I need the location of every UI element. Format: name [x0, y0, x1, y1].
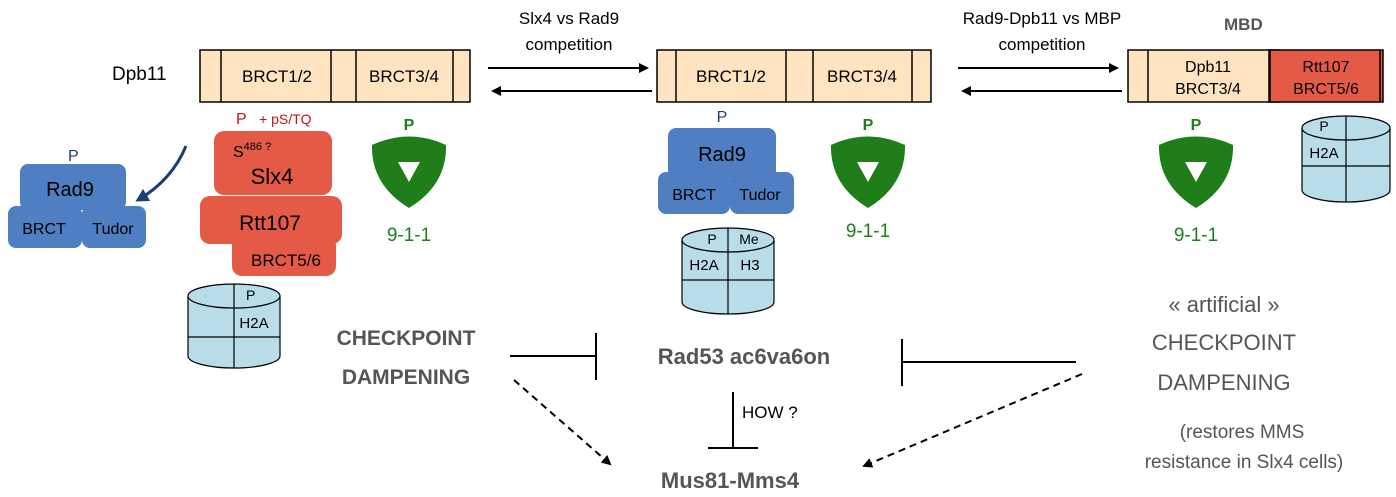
competition-arrows-1	[488, 63, 652, 96]
dpb11-bar-left: BRCT1/2 BRCT3/4	[199, 49, 471, 103]
how-label: HOW ?	[742, 403, 798, 422]
competition-2-line1: Rad9-Dpb11 vs MBP	[963, 9, 1121, 28]
s486-label: S486 ?	[233, 141, 271, 161]
rad9-mid-p: P	[717, 109, 728, 126]
rad9-left-brct: BRCT	[22, 221, 66, 238]
rad9-left-label: Rad9	[46, 179, 94, 201]
nucleosome-right: P H2A	[1301, 115, 1391, 203]
dpb11-right-line1: Dpb11	[1185, 59, 1231, 76]
dashed-arrow-right	[862, 373, 1083, 468]
ring-911-mid	[830, 136, 906, 208]
dpb11-mbd-bar: Dpb11 BRCT3/4 Rtt107 BRCT5/6	[1127, 49, 1384, 103]
slx4-block: S486 ? Slx4	[214, 131, 332, 195]
rad9-left-tudor: Tudor	[92, 221, 134, 238]
rtt107-right-line2: BRCT5/6	[1293, 81, 1359, 98]
competition-arrows-2	[958, 63, 1122, 96]
artificial-line1: « artificial »	[1168, 292, 1279, 317]
nuc-left-h2a: H2A	[239, 315, 268, 332]
competition-1-line2: competition	[526, 35, 613, 54]
slx4-label: Slx4	[251, 164, 294, 189]
checkpoint-dampening-line2: DAMPENING	[342, 366, 470, 389]
mbd-label: MBD	[1224, 15, 1263, 34]
nuc-mid-h2a: H2A	[689, 257, 718, 274]
rad53-activation-label: Rad53 ac6va6on	[658, 344, 830, 369]
displacement-arrow	[135, 145, 188, 202]
brct56-label: BRCT5/6	[251, 251, 321, 270]
rad9-left-p: P	[68, 148, 79, 165]
restores-line1: (restores MMS	[1180, 422, 1305, 443]
inhibition-left	[510, 333, 597, 380]
rtt107-right-line1: Rtt107	[1302, 59, 1349, 76]
competition-1-line1: Slx4 vs Rad9	[519, 9, 619, 28]
ring-911-right	[1158, 136, 1234, 208]
nuc-left-p: P	[246, 287, 255, 303]
nuc-right-h2a: H2A	[1309, 145, 1338, 162]
brct12-mid-label: BRCT1/2	[696, 67, 766, 86]
rad9-mid-tudor: Tudor	[739, 187, 781, 204]
rad9-mid-block: Rad9 BRCT Tudor	[658, 128, 794, 214]
brct34-mid-label: BRCT3/4	[827, 67, 897, 86]
dpb11-bar-mid: BRCT1/2 BRCT3/4	[656, 49, 932, 103]
artificial-line3: DAMPENING	[1157, 370, 1290, 395]
competition-2-line2: competition	[999, 35, 1086, 54]
brct34-label: BRCT3/4	[369, 67, 439, 86]
slx4-p-label: P	[236, 111, 247, 128]
nuc-mid-h3: H3	[740, 257, 759, 274]
artificial-line2: CHECKPOINT	[1152, 330, 1296, 355]
dashed-arrow-left	[513, 379, 612, 466]
nucleosome-left: P H2A	[187, 283, 281, 369]
rad9-mid-label: Rad9	[698, 144, 746, 166]
dpb11-right-line2: BRCT3/4	[1175, 81, 1241, 98]
p911-mid-p: P	[863, 117, 874, 134]
n911-left: 9-1-1	[387, 225, 431, 246]
mus81-mms4-label: Mus81-Mms4	[661, 468, 800, 493]
nuc-mid-me: Me	[739, 231, 759, 247]
rtt107-label: Rtt107	[239, 212, 301, 235]
nucleosome-mid: P Me H2A H3	[681, 227, 775, 315]
p911-left-p: P	[404, 117, 415, 134]
dpb11-label: Dpb11	[112, 64, 167, 85]
restores-line2: resistance in Slx4 cells)	[1145, 452, 1344, 473]
nuc-right-p: P	[1319, 118, 1328, 134]
n911-mid: 9-1-1	[846, 221, 890, 242]
inhibition-right	[901, 339, 1076, 386]
rad9-left-block: Rad9 BRCT Tudor	[8, 164, 146, 248]
ring-911-left	[371, 136, 447, 208]
inhibition-down	[708, 392, 758, 449]
ps-tq-label: + pS/TQ	[259, 111, 312, 127]
rad9-mid-brct: BRCT	[672, 187, 716, 204]
n911-right: 9-1-1	[1174, 225, 1218, 246]
p911-right-p: P	[1191, 117, 1202, 134]
rtt107-block: Rtt107 BRCT5/6	[200, 196, 342, 276]
nuc-mid-p: P	[707, 231, 716, 247]
checkpoint-dampening-line1: CHECKPOINT	[337, 327, 476, 350]
brct12-label: BRCT1/2	[242, 67, 312, 86]
